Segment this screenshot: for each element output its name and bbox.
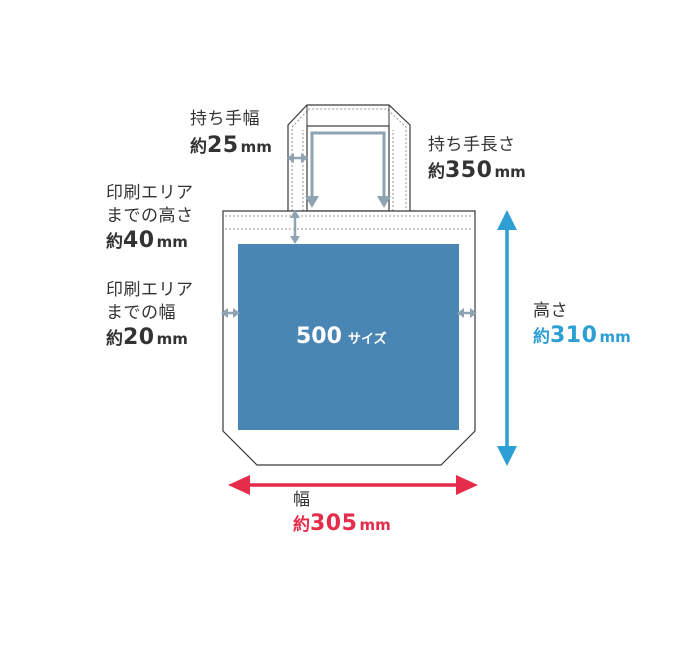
height-arrow [497,210,517,466]
bag-handle [287,104,411,212]
print-side-margin-label-line2: までの幅 [106,303,176,323]
height-label: 高さ [533,301,568,321]
print-top-margin-label-line2: までの高さ [106,206,194,226]
handle-length-arrow [310,131,386,200]
print-top-margin-arrow [290,210,300,244]
width-label: 幅 [293,490,311,510]
handle-length-arrowhead-right [377,196,391,208]
handle-length-arrowhead-left [305,196,319,208]
print-side-margin-arrow-left [221,308,240,318]
print-side-margin-label-line1: 印刷エリア [106,280,194,300]
handle-length-label: 持ち手長さ [428,135,516,155]
print-area [238,244,459,430]
print-side-margin-arrow-right [457,308,477,318]
print-top-margin-label-line1: 印刷エリア [106,183,194,203]
width-arrow [228,475,478,495]
handle-width-label: 持ち手幅 [190,109,260,129]
handle-width-arrow [287,153,308,163]
